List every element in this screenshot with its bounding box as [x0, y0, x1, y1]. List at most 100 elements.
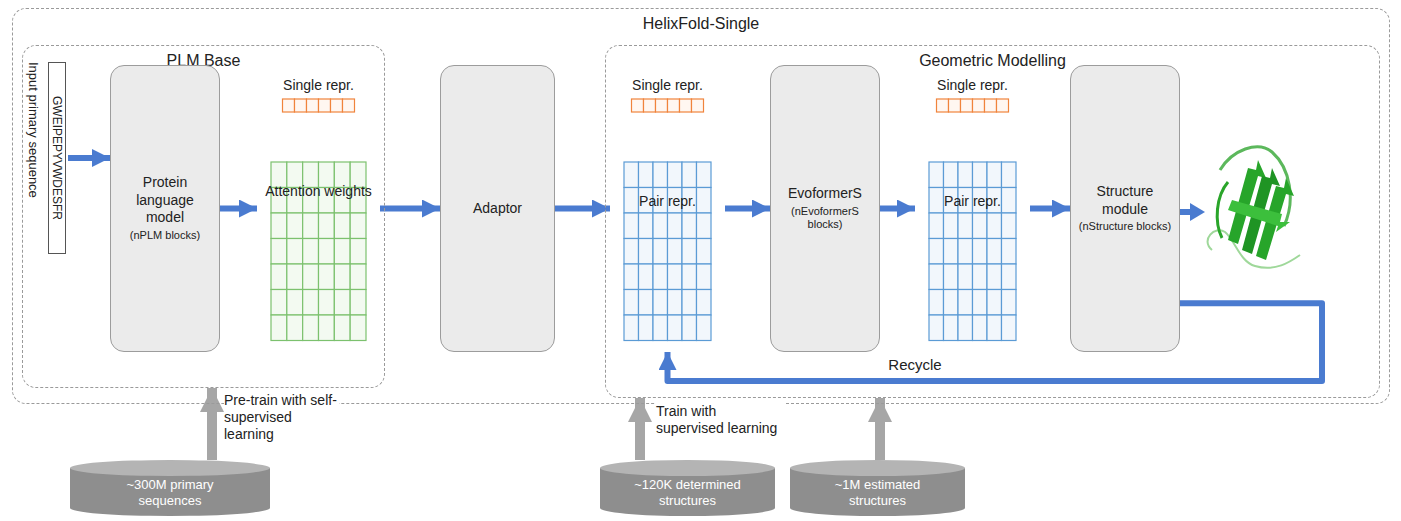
repr-group: Single repr.Attention weights	[257, 65, 380, 352]
repr-label: Single repr.	[917, 77, 1028, 94]
repr-cell	[1002, 213, 1017, 239]
repr-cell	[929, 290, 944, 316]
repr-cell	[958, 213, 973, 239]
repr-cell	[644, 99, 656, 112]
outer-frame: HelixFold-SinglePLM BaseInput primary se…	[12, 8, 1390, 404]
repr-cell	[1002, 290, 1017, 316]
repr-cell	[944, 264, 959, 290]
repr-cell	[271, 264, 287, 290]
repr-cell	[958, 315, 973, 341]
repr-label: Pair repr.	[612, 193, 723, 210]
training-arrow	[635, 398, 645, 460]
repr-cell	[331, 99, 343, 112]
repr-cell	[287, 239, 303, 265]
repr-cell	[973, 162, 988, 188]
repr-cell	[295, 99, 307, 112]
repr-cell	[303, 239, 319, 265]
process-box: Structure module(nStructure blocks)	[1070, 65, 1180, 352]
repr-cell	[319, 239, 335, 265]
repr-cell	[985, 99, 997, 112]
panel-title: Geometric Modelling	[606, 52, 1379, 70]
repr-cell	[334, 290, 350, 316]
flow-arrow	[555, 206, 610, 212]
repr-cell	[682, 290, 697, 316]
repr-cell	[692, 99, 704, 112]
repr-cell	[958, 290, 973, 316]
repr-cell	[624, 239, 639, 265]
repr-cell	[1002, 239, 1017, 265]
repr-cell	[639, 162, 654, 188]
repr-cell	[929, 315, 944, 341]
repr-cell	[283, 99, 295, 112]
repr-cell	[632, 99, 644, 112]
repr-cell	[334, 264, 350, 290]
repr-cell	[653, 264, 668, 290]
repr-cell	[307, 99, 319, 112]
repr-cell	[639, 290, 654, 316]
repr-cell	[987, 315, 1002, 341]
repr-cell	[271, 213, 287, 239]
repr-cell	[653, 290, 668, 316]
repr-cell	[668, 213, 683, 239]
repr-cell	[319, 290, 335, 316]
repr-cell	[653, 315, 668, 341]
geometric-panel: Geometric ModellingSingle repr. Pair repr…	[605, 45, 1380, 398]
repr-cell	[987, 239, 1002, 265]
repr-cell	[987, 264, 1002, 290]
repr-cell	[1002, 264, 1017, 290]
repr-cell	[937, 99, 949, 112]
protein-loop	[1217, 182, 1228, 238]
repr-cell	[1002, 188, 1017, 214]
repr-cell	[350, 290, 366, 316]
repr-group: Single repr. Pair repr.	[915, 65, 1030, 352]
repr-cell	[682, 239, 697, 265]
box-title: Protein language model	[117, 174, 213, 227]
repr-cell	[319, 264, 335, 290]
repr-label: Single repr.	[612, 77, 723, 94]
flow-arrow	[68, 155, 110, 161]
repr-cell	[624, 213, 639, 239]
repr-cell	[303, 290, 319, 316]
repr-cell	[303, 213, 319, 239]
input-label: Input primary sequence	[26, 62, 41, 198]
repr-cell	[639, 315, 654, 341]
sequence-text: GWEIPEPYVWDESFR	[48, 62, 66, 254]
repr-cell	[639, 213, 654, 239]
process-box: EvoformerS(nEvoformerS blocks)	[770, 65, 880, 352]
database-cylinder: ~300M primary sequences	[70, 460, 270, 516]
repr-cell	[624, 162, 639, 188]
repr-cell	[639, 239, 654, 265]
repr-cell	[944, 290, 959, 316]
repr-label: Pair repr.	[917, 193, 1028, 210]
repr-cell	[697, 264, 712, 290]
process-box: Protein language model (nPLM blocks)	[110, 65, 220, 352]
repr-cell	[929, 188, 944, 214]
repr-cell	[287, 264, 303, 290]
repr-cell	[350, 239, 366, 265]
flow-arrow	[1030, 206, 1070, 212]
database-cylinder: ~120K determined structures	[600, 460, 775, 516]
repr-cell	[350, 264, 366, 290]
database-cylinder: ~1M estimated structures	[790, 460, 965, 516]
repr-cell	[343, 99, 355, 112]
repr-cell	[682, 264, 697, 290]
repr-cell	[944, 162, 959, 188]
repr-cell	[319, 315, 335, 341]
repr-cell	[303, 315, 319, 341]
repr-cell	[958, 162, 973, 188]
training-arrow	[875, 398, 885, 460]
repr-cell	[997, 99, 1009, 112]
protein-structure	[1180, 147, 1300, 268]
database-label: ~1M estimated structures	[818, 477, 938, 508]
repr-cell	[668, 239, 683, 265]
repr-cell	[350, 213, 366, 239]
repr-cell	[668, 162, 683, 188]
repr-cell	[624, 290, 639, 316]
block-count: (nPLM blocks)	[130, 229, 200, 243]
repr-cell	[624, 264, 639, 290]
repr-cell	[350, 315, 366, 341]
repr-label: Single repr.	[259, 77, 378, 94]
repr-cell	[656, 99, 668, 112]
repr-cell	[973, 290, 988, 316]
